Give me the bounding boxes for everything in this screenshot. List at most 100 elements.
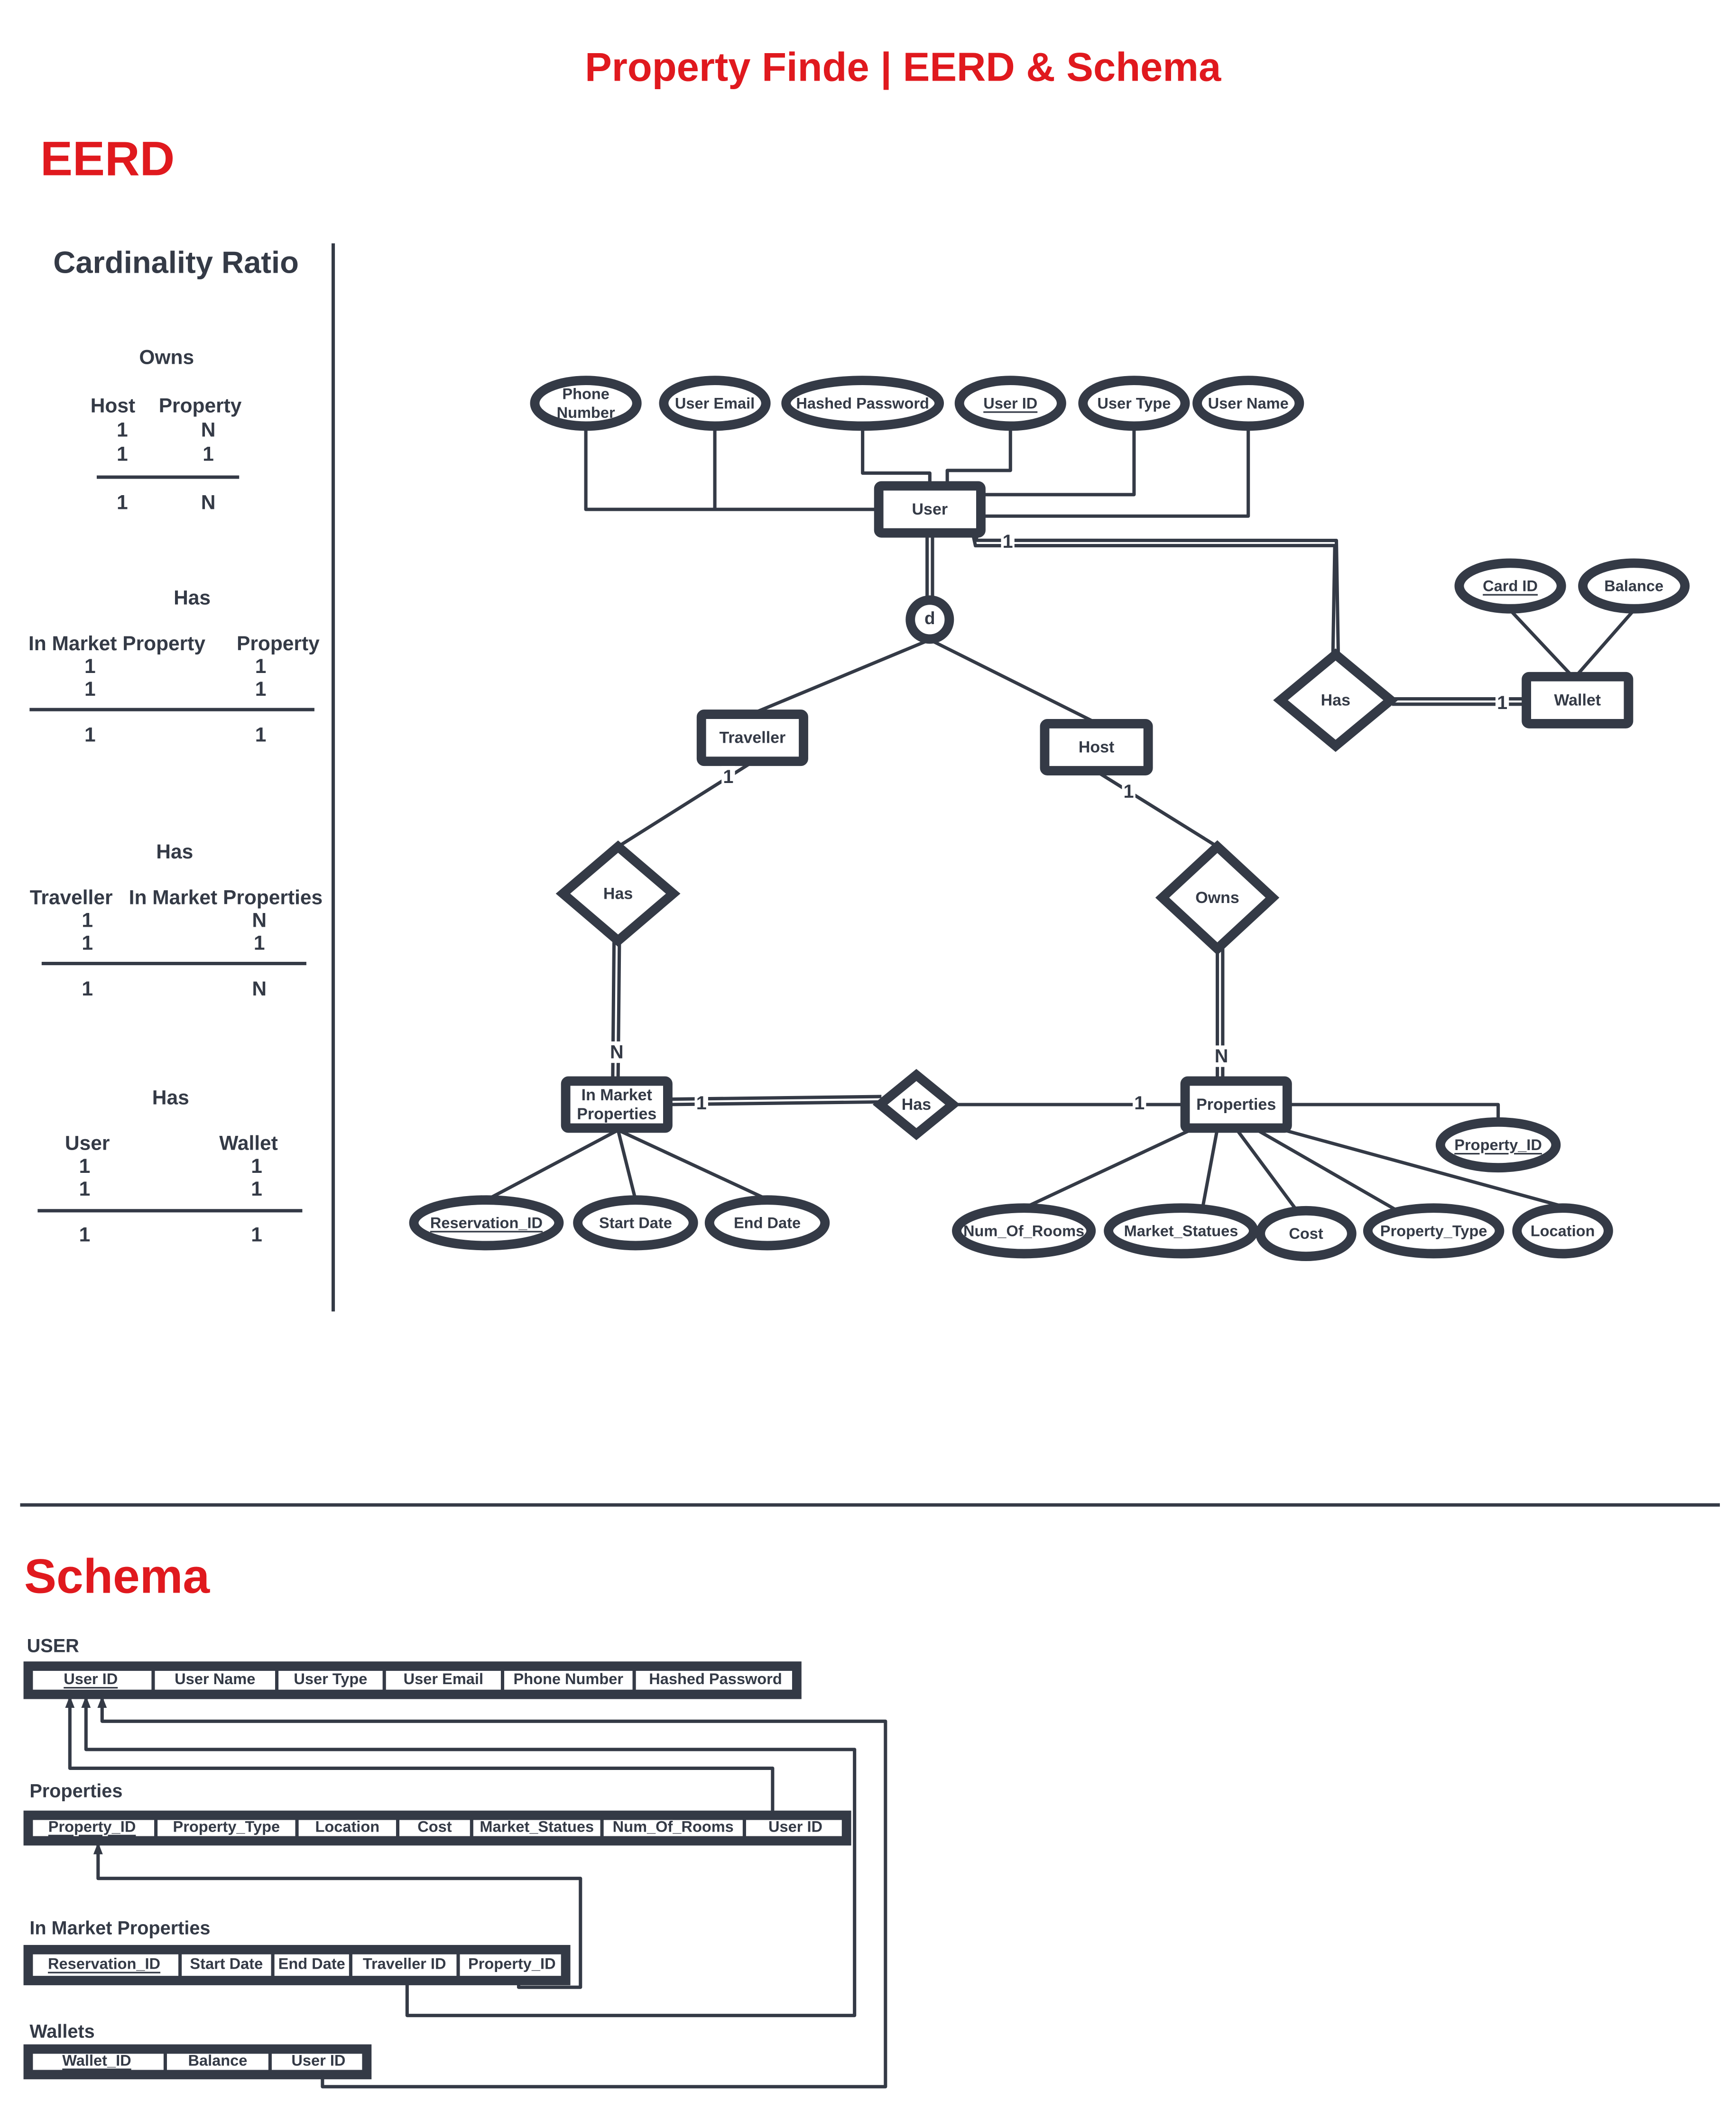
cardinality-value: 1 [79, 1155, 91, 1178]
relationship-diamond [1273, 648, 1398, 752]
cardinality-value: N [252, 909, 267, 931]
entity-box [1180, 1076, 1292, 1133]
connector-line [1288, 1103, 1500, 1124]
connector-line [1200, 1128, 1219, 1208]
attribute-ellipse [1512, 1203, 1613, 1259]
card-id-attribute: Card ID [1454, 558, 1566, 614]
mark-bg [1001, 531, 1015, 553]
attribute-ellipse [573, 1195, 698, 1251]
owns-relationship: Owns [1155, 840, 1280, 955]
user-email-attribute: User Email [659, 376, 771, 431]
attribute-label: Hashed Password [796, 395, 929, 412]
mark-bg [1133, 1092, 1146, 1114]
cardinality-block-title: Has [174, 587, 211, 609]
has-inmarket-relationship: Has [872, 1069, 960, 1141]
property-type-attribute: Property_Type [1363, 1203, 1505, 1259]
cardinality-right-entity: Property [237, 633, 320, 655]
entity-label: Properties [577, 1105, 656, 1123]
connector-line [1509, 609, 1573, 677]
cost-attribute: Cost [1256, 1206, 1357, 1262]
table-column: User Type [294, 1670, 367, 1687]
attribute-label: User ID [983, 395, 1037, 412]
entity-label: User [912, 500, 948, 518]
connector-line [1254, 1127, 1398, 1212]
cardinality-result: 1 [82, 978, 93, 1000]
attribute-ellipse [1454, 558, 1566, 614]
attribute-label: Market_Statues [1124, 1222, 1238, 1239]
cardinality-result: 1 [84, 724, 96, 746]
double-line-stroke [974, 533, 1340, 655]
table-column: Market_Statues [480, 1818, 594, 1835]
fk-line [96, 1844, 582, 1989]
cardinality-value: 1 [203, 443, 214, 465]
hashed-password-attribute: Hashed Password [781, 376, 944, 431]
eerd-heading: EERD [40, 132, 175, 186]
start-date-attribute: Start Date [573, 1195, 698, 1251]
user-has-mark: 1 [1001, 531, 1015, 553]
table-column: Wallet_ID [62, 2052, 131, 2069]
connector-line [1278, 1127, 1565, 1208]
user-id-attribute: User ID [954, 376, 1066, 431]
connector-line [945, 427, 1012, 487]
properties-entity: Properties [1180, 1076, 1292, 1133]
fk-arrowhead [81, 1696, 91, 1708]
table-column: Property_ID [48, 1818, 136, 1835]
fk-line [84, 1698, 857, 2018]
table-column: Property_Type [173, 1818, 280, 1835]
attribute-ellipse [781, 376, 944, 431]
cardinality-mark-label: 1 [1124, 781, 1134, 802]
relationship-label: Has [902, 1096, 931, 1114]
cardinality-mark-label: N [610, 1042, 624, 1063]
connector-line [1095, 770, 1219, 848]
cardinality-value: 1 [254, 932, 265, 955]
mark-bg [610, 1041, 624, 1063]
table-column: Phone Number [513, 1670, 623, 1687]
attribute-label: Num_Of_Rooms [963, 1222, 1084, 1239]
table-column: User ID [64, 1670, 118, 1687]
cardinality-value: 1 [251, 1178, 262, 1200]
cardinality-left-entity: Traveller [30, 886, 113, 909]
table-row-box [23, 1944, 571, 1985]
cardinality-left-entity: In Market Property [28, 633, 205, 655]
table-column: User Name [175, 1670, 255, 1687]
table-name: Properties [29, 1781, 122, 1802]
disjoint-label: d [924, 608, 935, 628]
table-row-box [23, 1810, 851, 1846]
cardinality-left-entity: Host [91, 395, 135, 417]
cardinality-value: 1 [82, 932, 93, 955]
attribute-ellipse [1363, 1203, 1505, 1259]
has-wallet-relationship: Has [1273, 648, 1398, 752]
cardinality-result: 1 [79, 1224, 91, 1246]
relationship-label: Has [603, 885, 633, 903]
entity-label: Wallet [1554, 691, 1601, 709]
table-column: Traveller ID [363, 1955, 446, 1972]
schema-heading: Schema [24, 1549, 210, 1603]
attribute-label: Card ID [1483, 578, 1538, 595]
fk-arrowhead [93, 1842, 103, 1854]
traveller-has-mark: 1 [721, 766, 735, 788]
connector-line [584, 427, 880, 511]
cardinality-mark-label: 1 [696, 1093, 707, 1114]
attribute-label: Property_Type [1380, 1222, 1487, 1239]
table-column: Balance [188, 2052, 247, 2069]
connector-line [861, 427, 932, 487]
table-name: USER [27, 1636, 79, 1657]
relationship-diamond [1155, 840, 1280, 955]
wallet-has-mark: 1 [1495, 692, 1509, 714]
table-row-box [23, 1661, 802, 1699]
attribute-label: User Email [675, 395, 755, 412]
cardinality-block-title: Owns [139, 346, 194, 369]
attribute-ellipse [1078, 376, 1190, 431]
connector-line [616, 1129, 637, 1201]
connector-line [1235, 1127, 1300, 1213]
balance-attribute: Balance [1578, 558, 1690, 614]
fk-line [100, 1698, 887, 2089]
cardinality-block-title: Has [152, 1087, 189, 1109]
mark-bg [1214, 1045, 1228, 1067]
has-traveller-relationship: Has [555, 840, 681, 947]
attribute-label: Number [557, 404, 615, 421]
